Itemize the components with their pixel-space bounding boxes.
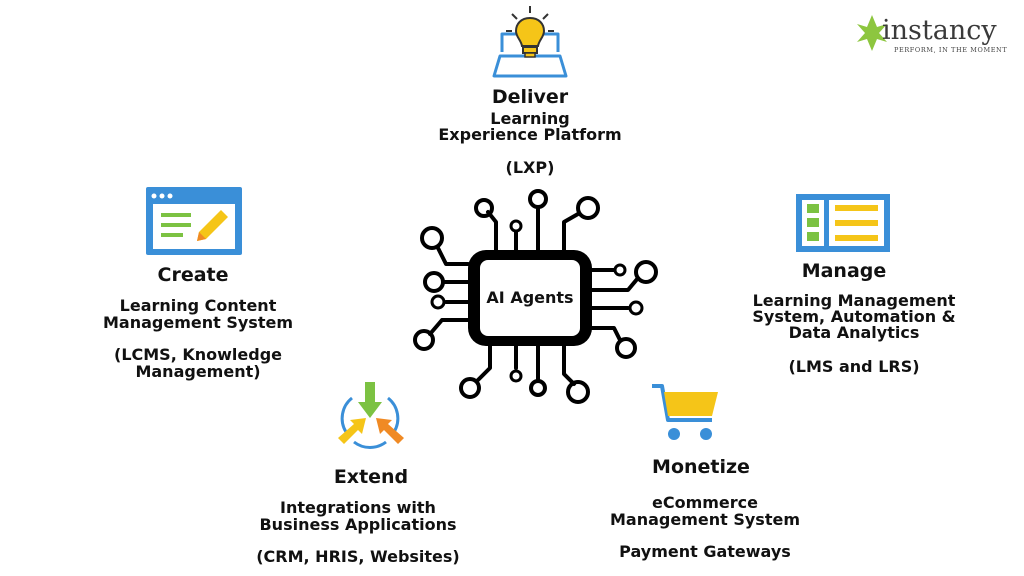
create-line: Learning Content xyxy=(119,296,277,315)
extend-line: Business Applications xyxy=(259,515,457,534)
instancy-logo: instancy PERFORM, IN THE MOMENT xyxy=(852,8,1017,58)
monetize-line: Payment Gateways xyxy=(619,542,791,561)
manage-line: (LMS and LRS) xyxy=(788,357,920,376)
deliver-line: Learning xyxy=(490,109,570,128)
manage-line: Data Analytics xyxy=(788,323,920,342)
monetize-line: Management System xyxy=(610,510,800,529)
lightbulb-laptop-icon xyxy=(492,6,568,78)
create-line: Management) xyxy=(135,362,261,381)
monetize-line: eCommerce xyxy=(651,493,758,512)
logo-mark-icon xyxy=(857,15,887,51)
deliver-title: Deliver xyxy=(491,86,569,108)
merge-arrows-icon xyxy=(338,382,404,449)
manage-line: Learning Management xyxy=(752,291,956,310)
list-window-icon xyxy=(796,194,890,252)
deliver-line: Experience Platform xyxy=(438,125,622,144)
logo-wordmark: instancy xyxy=(882,15,997,46)
deliver-line: (LXP) xyxy=(505,158,555,177)
create-title: Create xyxy=(157,264,229,286)
extend-line: (CRM, HRIS, Websites) xyxy=(256,547,460,566)
shopping-cart-icon xyxy=(652,384,718,440)
extend-line: Integrations with xyxy=(280,498,436,517)
browser-edit-icon xyxy=(146,187,242,255)
create-line: (LCMS, Knowledge xyxy=(114,345,282,364)
manage-title: Manage xyxy=(801,260,887,282)
create-line: Management System xyxy=(103,313,293,332)
manage-line: System, Automation & xyxy=(752,307,956,326)
logo-tagline: PERFORM, IN THE MOMENT xyxy=(894,46,1008,54)
monetize-title: Monetize xyxy=(652,456,750,478)
extend-title: Extend xyxy=(333,466,409,488)
center-label: AI Agents xyxy=(486,288,574,307)
ai-chip-icon xyxy=(413,189,658,404)
